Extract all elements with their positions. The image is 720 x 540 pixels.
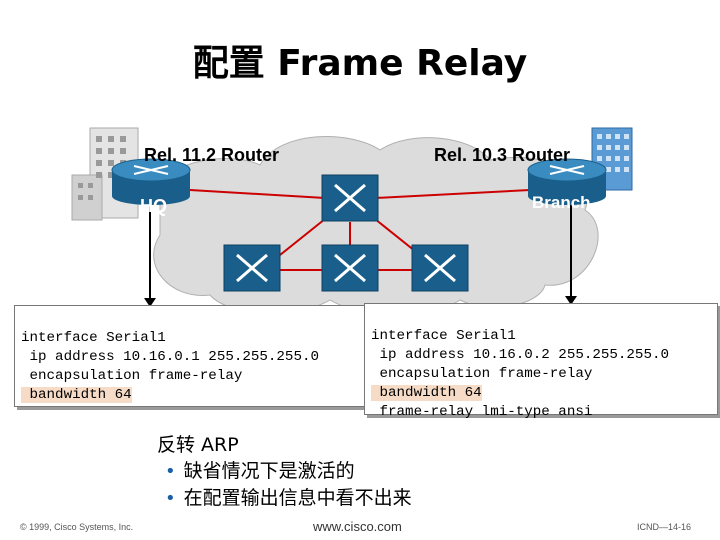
config-line: encapsulation frame-relay: [21, 368, 243, 384]
frame-relay-switch-icon: [321, 174, 379, 222]
config-line: interface Serial1: [21, 330, 166, 346]
footer-url: www.cisco.com: [313, 519, 402, 534]
config-line: bandwidth 64: [21, 387, 132, 403]
hq-config-box: interface Serial1 ip address 10.16.0.1 2…: [14, 305, 366, 407]
page-title: 配置 Frame Relay: [192, 43, 528, 84]
bullet-text: 缺省情况下是激活的: [183, 460, 355, 482]
branch-config-box: interface Serial1 ip address 10.16.0.2 2…: [364, 303, 718, 420]
hq-label: HQ: [140, 196, 167, 216]
branch-router-icon: [527, 158, 607, 205]
config-line: encapsulation frame-relay: [371, 366, 593, 382]
list-item: • 缺省情况下是激活的: [157, 458, 412, 485]
notes: 反转 ARP • 缺省情况下是激活的 • 在配置输出信息中看不出来: [157, 432, 412, 512]
notes-heading: 反转 ARP: [157, 434, 239, 456]
right-router-label: Rel. 10.3 Router: [434, 145, 570, 165]
footer-copyright: © 1999, Cisco Systems, Inc.: [20, 522, 134, 532]
config-line: ip address 10.16.0.1 255.255.255.0: [21, 349, 320, 365]
hq-arrow-icon: [144, 298, 156, 307]
frame-relay-switch-icon: [411, 244, 469, 292]
frame-relay-switch-icon: [321, 244, 379, 292]
bullet-icon: •: [165, 461, 176, 482]
config-line: frame-relay lmi-type ansi: [371, 404, 593, 420]
list-item: • 在配置输出信息中看不出来: [157, 485, 412, 512]
branch-arrow-icon: [565, 296, 577, 305]
config-line: ip address 10.16.0.2 255.255.255.0: [371, 347, 670, 363]
virtual-circuit-links: [189, 189, 531, 271]
config-line: bandwidth 64: [371, 385, 482, 401]
bullet-text: 在配置输出信息中看不出来: [183, 487, 412, 509]
footer-page-number: ICND—14-16: [637, 522, 692, 532]
hq-router-icon: [111, 158, 191, 205]
frame-relay-switch-icon: [223, 244, 281, 292]
config-line: interface Serial1: [371, 328, 516, 344]
left-router-label: Rel. 11.2 Router: [144, 145, 279, 165]
bullet-icon: •: [165, 488, 176, 509]
branch-label: Branch: [532, 193, 591, 212]
serial-lines: [149, 205, 572, 300]
